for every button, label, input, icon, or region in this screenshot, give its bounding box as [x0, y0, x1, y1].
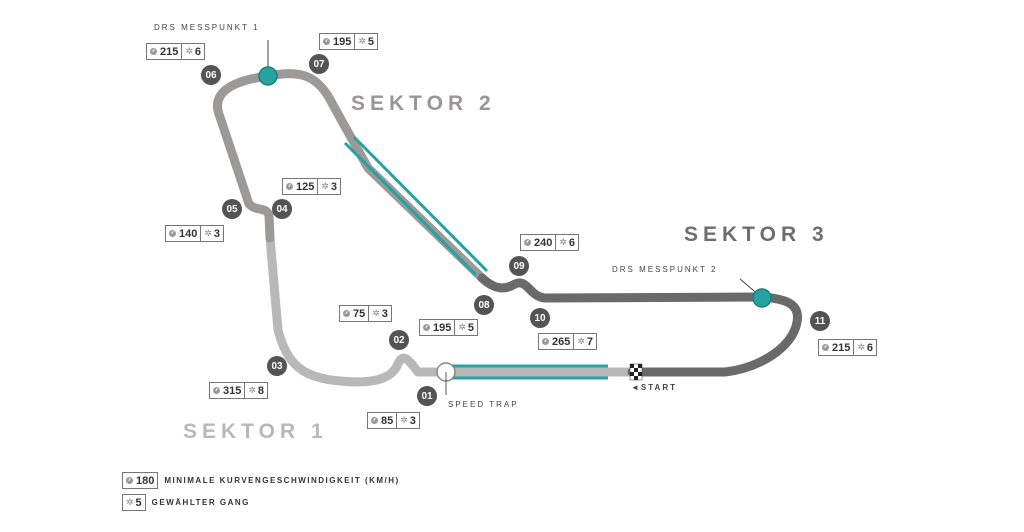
turn-09-gear: 6: [568, 236, 576, 249]
track-sector-1: [265, 233, 637, 387]
turn-10-info: 265 ✲7: [538, 333, 598, 350]
turn-04-badge: 04: [272, 199, 292, 219]
turn-06-badge: 06: [201, 65, 221, 85]
speedometer-icon: [371, 417, 378, 424]
turn-11-info: 215 ✲6: [818, 339, 878, 356]
speedometer-icon: [323, 38, 330, 45]
speedometer-icon: [213, 387, 220, 394]
turn-06-gear: 6: [194, 45, 202, 58]
start-label: ◄START: [631, 383, 677, 392]
turn-11-gear: 6: [866, 341, 874, 354]
turn-05-speed: 140: [179, 227, 198, 240]
turn-08-gear: 5: [467, 321, 475, 334]
legend-gear: ✲5 GEWÄHLTER GANG: [122, 494, 250, 511]
turn-09-info: 240 ✲6: [520, 234, 580, 251]
drs-zone-back-straight: [343, 141, 478, 277]
gear-icon: ✲: [358, 36, 366, 46]
turn-07-badge: 07: [309, 54, 329, 74]
turn-11-badge: 11: [810, 311, 830, 331]
checkered-flag-icon: [629, 363, 643, 381]
gear-icon: ✲: [559, 237, 567, 247]
turn-01-gear: 3: [409, 414, 416, 427]
gear-icon: ✲: [400, 415, 408, 425]
turn-06-info: 215 ✲6: [146, 43, 206, 60]
gear-icon: ✲: [372, 308, 380, 318]
speedometer-icon: [524, 239, 531, 246]
legend-speed: 180 MINIMALE KURVENGESCHWINDIGKEIT (KM/H…: [122, 472, 400, 489]
turn-06-speed: 215: [160, 45, 179, 58]
turn-02-badge: 02: [389, 330, 409, 350]
gear-icon: ✲: [577, 336, 585, 346]
sector-3-label: SEKTOR 3: [684, 223, 829, 246]
speedometer-icon: [169, 230, 176, 237]
turn-07-speed: 195: [333, 35, 352, 48]
drs1-point: [258, 66, 278, 86]
legend-speed-value: 180: [136, 474, 155, 487]
speedometer-icon: [822, 344, 829, 351]
speedometer-icon: [286, 183, 293, 190]
turn-05-info: 140 ✲3: [165, 225, 225, 242]
turn-02-speed: 75: [353, 307, 366, 320]
drs-point-1-label: DRS MESSPUNKT 1: [154, 23, 260, 32]
turn-08-speed: 195: [433, 321, 452, 334]
turn-05-badge: 05: [222, 199, 242, 219]
turn-10-speed: 265: [552, 335, 571, 348]
turn-03-info: 315 ✲8: [209, 382, 269, 399]
turn-03-speed: 315: [223, 384, 242, 397]
turn-05-gear: 3: [213, 227, 221, 240]
turn-09-badge: 09: [509, 256, 529, 276]
legend-gear-box: ✲5: [122, 494, 146, 511]
turn-08-badge: 08: [474, 295, 494, 315]
turn-03-gear: 8: [257, 384, 265, 397]
sector-1-label: SEKTOR 1: [183, 420, 328, 443]
turn-08-info: 195 ✲5: [419, 319, 479, 336]
gear-icon: ✲: [857, 342, 865, 352]
speedometer-icon: [542, 338, 549, 345]
gear-icon: ✲: [126, 497, 134, 507]
sector-2-label: SEKTOR 2: [351, 92, 496, 115]
drs-point-2-label: DRS MESSPUNKT 2: [612, 265, 718, 274]
turn-04-speed: 125: [296, 180, 315, 193]
turn-04-gear: 3: [330, 180, 338, 193]
turn-11-speed: 215: [832, 341, 851, 354]
turn-04-info: 125 ✲3: [282, 178, 342, 195]
turn-03-badge: 03: [267, 356, 287, 376]
legend-speed-box: 180: [122, 472, 159, 489]
legend-gear-value: 5: [135, 496, 142, 509]
gear-icon: ✲: [204, 228, 212, 238]
turn-09-speed: 240: [534, 236, 553, 249]
gear-icon: ✲: [185, 46, 193, 56]
gear-icon: ✲: [248, 385, 256, 395]
track-sector-2: [213, 69, 487, 283]
turn-10-badge: 10: [530, 308, 550, 328]
turn-01-badge: 01: [417, 386, 437, 406]
legend-gear-text: GEWÄHLTER GANG: [151, 498, 250, 507]
track-sector-3: [477, 273, 802, 377]
turn-02-gear: 3: [381, 307, 388, 320]
gear-icon: ✲: [321, 181, 329, 191]
speedometer-icon: [423, 324, 430, 331]
speedometer-icon: [150, 48, 157, 55]
turn-10-gear: 7: [586, 335, 594, 348]
gear-icon: ✲: [458, 322, 466, 332]
turn-01-speed: 85: [381, 414, 394, 427]
speedometer-icon: [343, 310, 350, 317]
drs-zone-back-straight-inner: [352, 135, 489, 273]
drs2-point: [752, 288, 772, 308]
speed-trap-label: SPEED TRAP: [448, 400, 519, 409]
turn-07-info: 195 ✲5: [319, 33, 379, 50]
turn-07-gear: 5: [367, 35, 375, 48]
turn-02-info: 75 ✲3: [339, 305, 392, 322]
legend-speed-text: MINIMALE KURVENGESCHWINDIGKEIT (KM/H): [164, 476, 400, 485]
turn-01-info: 85 ✲3: [367, 412, 420, 429]
speedometer-icon: [126, 477, 133, 484]
